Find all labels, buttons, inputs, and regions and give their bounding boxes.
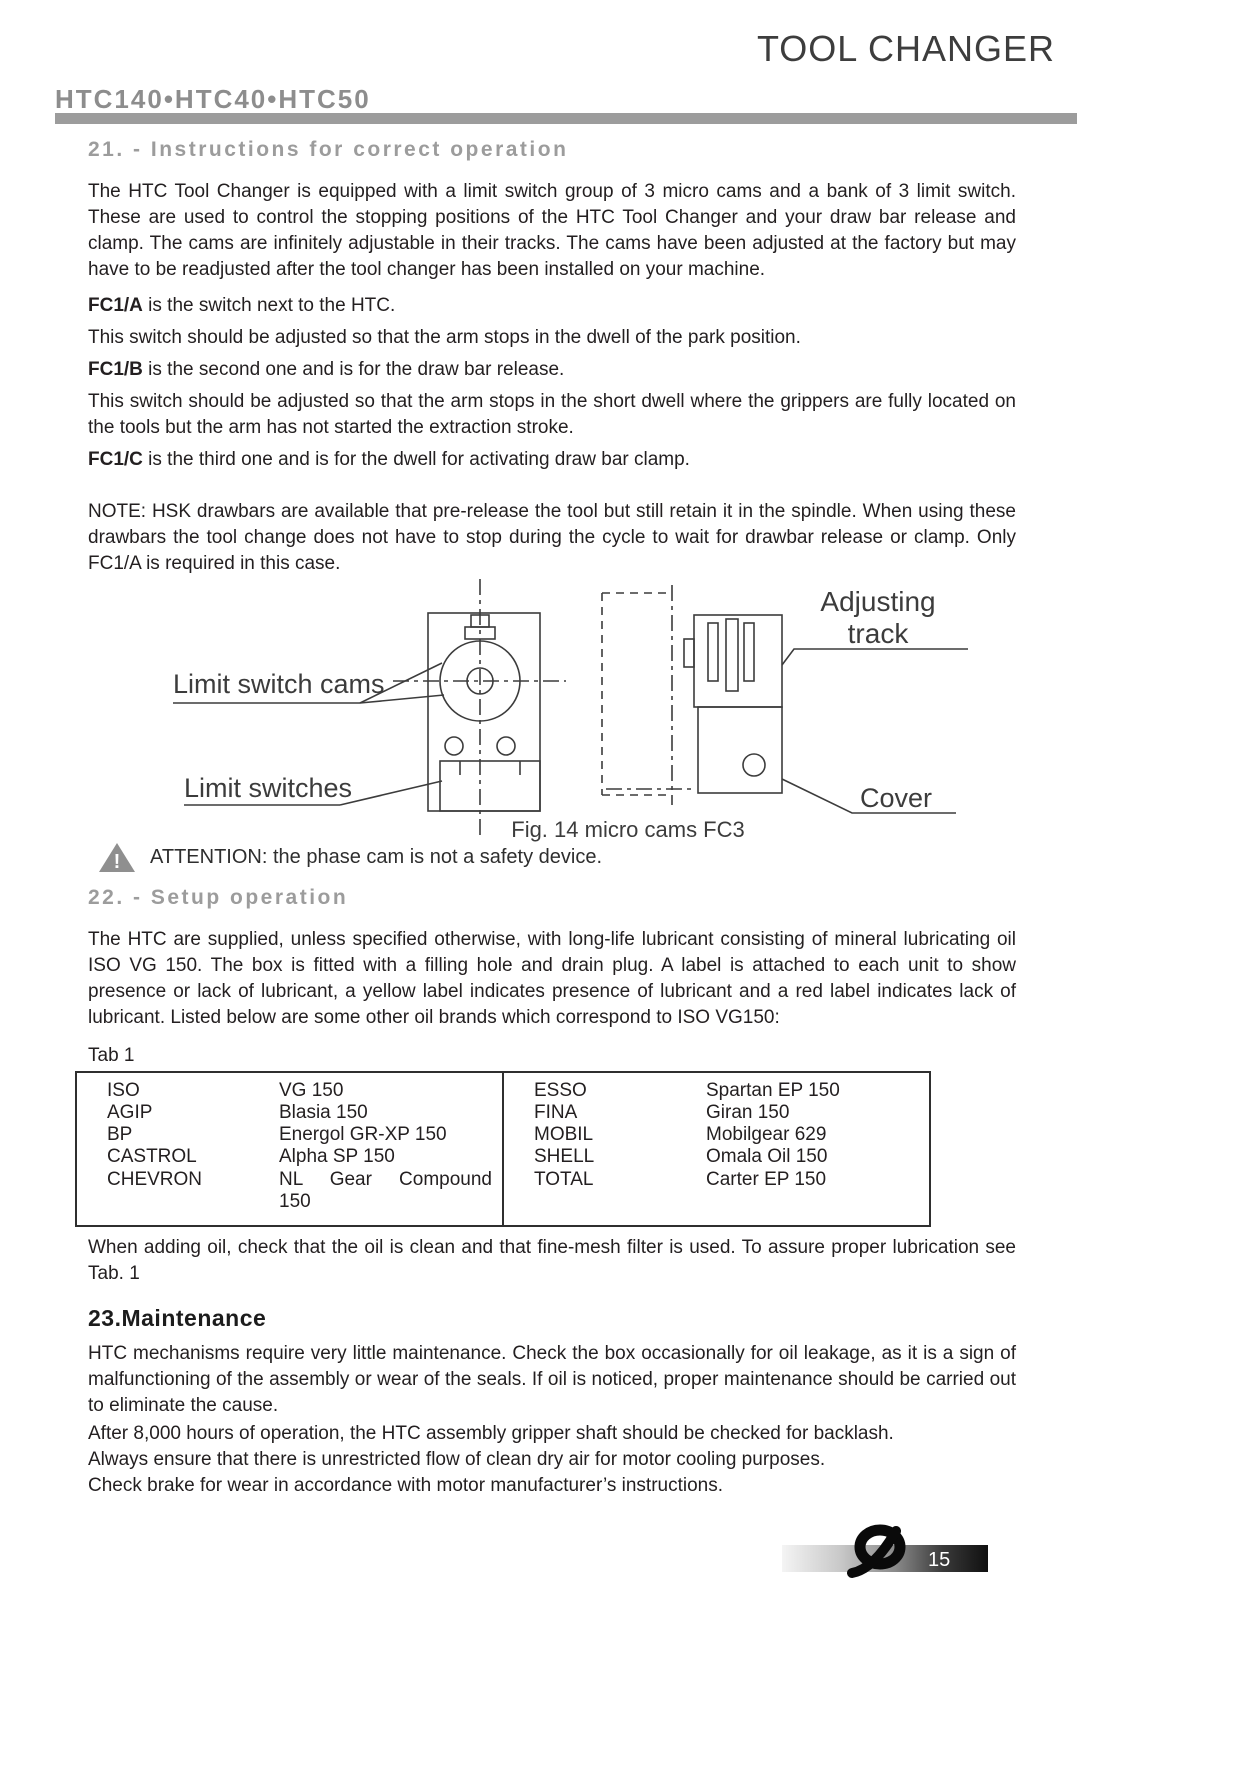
table-row: CASTROL Alpha SP 150 <box>77 1146 502 1168</box>
brand-cell: SHELL <box>534 1146 595 1168</box>
oil-table-left-half: ISO VG 150 AGIP Blasia 150 BP Energol GR… <box>77 1073 502 1225</box>
fc1a-line: FC1/A is the switch next to the HTC. <box>88 293 1016 319</box>
brand-logo-icon <box>840 1519 912 1591</box>
brand-cell: BP <box>107 1124 133 1146</box>
table-row: BP Energol GR-XP 150 <box>77 1124 502 1146</box>
oil-brands-table: ISO VG 150 AGIP Blasia 150 BP Energol GR… <box>75 1070 931 1228</box>
fc1c-text: is the third one and is for the dwell fo… <box>142 448 690 470</box>
oil-cell: Alpha SP 150 <box>279 1146 395 1168</box>
fc1b-description: This switch should be adjusted so that t… <box>88 390 1016 438</box>
leader-adjusting-track <box>781 648 968 666</box>
oil-cell: Omala Oil 150 <box>706 1146 828 1168</box>
brand-cell: FINA <box>534 1102 578 1124</box>
fc1c-label: FC1/C <box>88 448 143 470</box>
figure-caption: Fig. 14 micro cams FC3 <box>511 817 745 842</box>
section-21-paragraph: The HTC Tool Changer is equipped with a … <box>88 180 1016 280</box>
maintenance-paragraph-1: HTC mechanisms require very little maint… <box>88 1342 1016 1416</box>
brand-cell: ISO <box>107 1079 140 1101</box>
table-row: ISO VG 150 <box>77 1080 502 1102</box>
leader-cams-2 <box>359 694 445 704</box>
model-codes: HTC140•HTC40•HTC50 <box>55 84 371 114</box>
oil-cell: VG 150 <box>279 1079 344 1101</box>
table-row: AGIP Blasia 150 <box>77 1102 502 1124</box>
section-21-heading: 21. - Instructions for correct operation <box>88 138 569 161</box>
label-adjusting-track-line2: track <box>848 618 910 649</box>
oil-cell: Mobilgear 629 <box>706 1124 827 1146</box>
brand-cell: AGIP <box>107 1102 153 1124</box>
maintenance-paragraph-2: After 8,000 hours of operation, the HTC … <box>88 1422 894 1444</box>
leader-switches <box>339 780 443 806</box>
svg-text:!: ! <box>114 851 121 873</box>
table-label: Tab 1 <box>88 1044 135 1066</box>
attention-row: ! ATTENTION: the phase cam is not a safe… <box>98 841 1016 874</box>
oil-cell: Energol GR-XP 150 <box>279 1124 447 1146</box>
oil-cell: Giran 150 <box>706 1102 790 1124</box>
technical-drawing: Limit switch cams Limit switches Adjusti… <box>173 578 968 842</box>
warning-triangle-icon: ! <box>99 842 135 873</box>
maintenance-text: HTC mechanisms require very little maint… <box>88 1341 1016 1499</box>
brand-cell: MOBIL <box>534 1124 594 1146</box>
maintenance-paragraph-3: Always ensure that there is unrestricted… <box>88 1448 826 1470</box>
table-row: MOBIL Mobilgear 629 <box>504 1124 929 1146</box>
oil-cell: Carter EP 150 <box>706 1168 827 1190</box>
maintenance-paragraph-4: Check brake for wear in accordance with … <box>88 1474 724 1496</box>
page-content: 21. - Instructions for correct operation… <box>75 136 1016 1499</box>
brand-cell: CASTROL <box>107 1146 197 1168</box>
brand-cell: ESSO <box>534 1079 587 1101</box>
brand-cell: TOTAL <box>534 1168 594 1190</box>
leader-cover <box>781 778 956 814</box>
oil-table-right-half: ESSO Spartan EP 150 FINA Giran 150 MOBIL… <box>502 1072 929 1226</box>
fc1b-label: FC1/B <box>88 358 143 380</box>
fc1a-text: is the switch next to the HTC. <box>142 294 396 316</box>
table-row: TOTAL Carter EP 150 <box>504 1169 929 1191</box>
side-view-drawing <box>601 584 783 805</box>
page-title: TOOL CHANGER <box>756 28 1055 69</box>
table-row: CHEVRON NL Gear Compound 150 <box>77 1169 502 1213</box>
table-row: FINA Giran 150 <box>504 1102 929 1124</box>
attention-text: ATTENTION: the phase cam is not a safety… <box>150 845 603 868</box>
oil-cell: NL Gear Compound 150 <box>279 1168 492 1212</box>
label-adjusting-track-line1: Adjusting <box>820 586 935 617</box>
section-23-heading: 23.Maintenance <box>88 1305 267 1332</box>
fc1a-label: FC1/A <box>88 294 143 316</box>
fc1c-line: FC1/C is the third one and is for the dw… <box>88 447 1016 473</box>
section-22-heading: 22. - Setup operation <box>88 885 349 909</box>
page-number: 15 <box>928 1549 951 1571</box>
after-table-paragraph: When adding oil, check that the oil is c… <box>88 1237 1016 1285</box>
leader-cams-1 <box>359 662 443 704</box>
oil-cell: Spartan EP 150 <box>706 1079 840 1101</box>
figure-micro-cams: Limit switch cams Limit switches Adjusti… <box>88 578 1016 845</box>
header-divider <box>55 113 1077 124</box>
brand-cell: CHEVRON <box>107 1168 203 1190</box>
table-row: ESSO Spartan EP 150 <box>504 1080 929 1102</box>
table-row: SHELL Omala Oil 150 <box>504 1146 929 1168</box>
label-limit-switches: Limit switches <box>184 773 352 803</box>
label-limit-switch-cams: Limit switch cams <box>173 669 385 699</box>
oil-cell: Blasia 150 <box>279 1102 368 1124</box>
fc1a-description: This switch should be adjusted so that t… <box>88 326 801 348</box>
section-22-paragraph: The HTC are supplied, unless specified o… <box>88 928 1016 1028</box>
fc1b-line: FC1/B is the second one and is for the d… <box>88 357 1016 383</box>
label-cover: Cover <box>860 783 932 813</box>
fc1b-text: is the second one and is for the draw ba… <box>142 358 565 380</box>
front-view-drawing <box>393 578 566 839</box>
note-paragraph: NOTE: HSK drawbars are available that pr… <box>88 500 1016 574</box>
